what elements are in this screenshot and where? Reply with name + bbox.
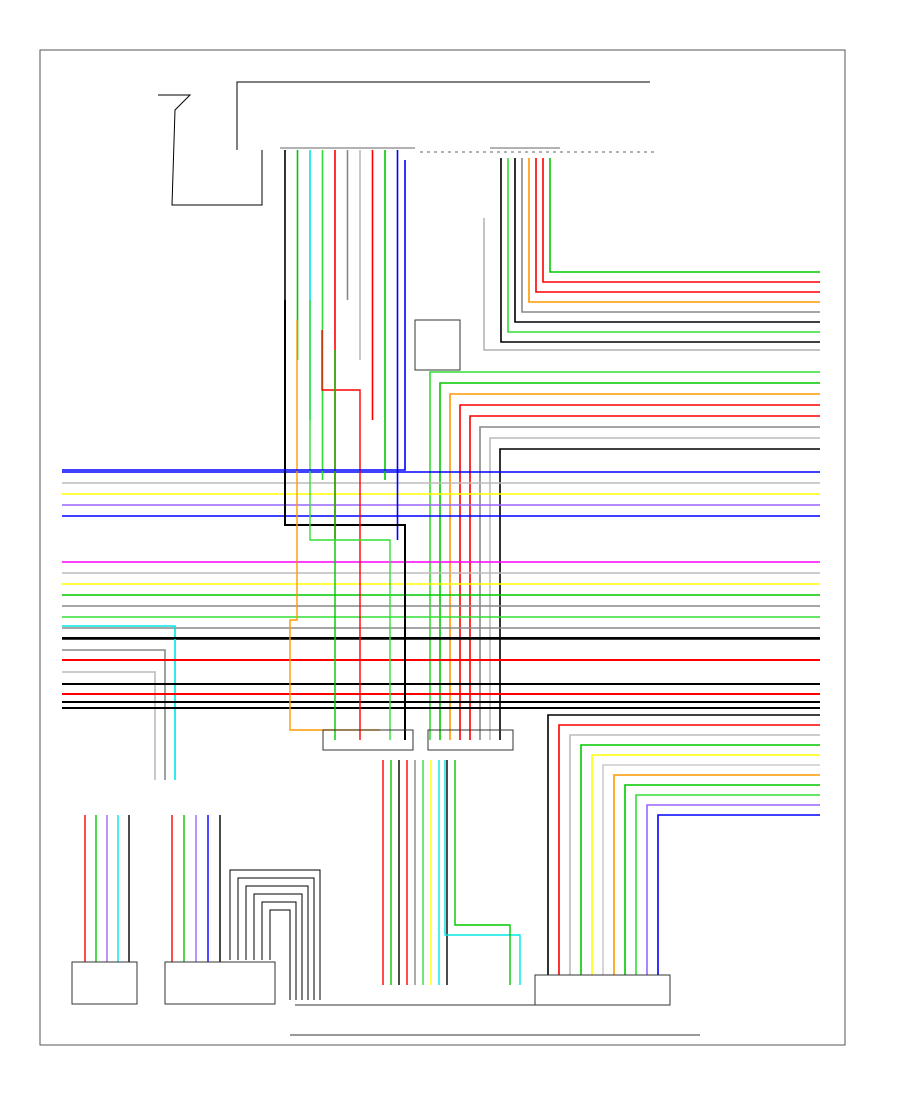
wire-step-5 (269, 909, 291, 1000)
wire-trunk-blue (62, 160, 406, 471)
wire-upper-loop (483, 218, 820, 351)
wire-right-lower-4 (591, 754, 820, 975)
wire-right-mid-4 (469, 415, 820, 740)
unit-bottom-left-2 (164, 961, 276, 1005)
ecu-center-label-box (414, 319, 461, 371)
connector-mid-1 (322, 729, 414, 751)
wire-step-1 (237, 877, 315, 1000)
wire-step-0 (229, 869, 321, 1000)
wire-right-mid-1 (439, 382, 820, 740)
wire-right-upper-1 (542, 158, 820, 283)
wire-right-lower-3 (580, 744, 820, 975)
wire-right-upper-5 (514, 158, 820, 323)
wire-right-upper-6 (507, 158, 820, 333)
wire-right-upper-4 (521, 158, 820, 313)
wire-trunk-red (321, 330, 361, 740)
connector-mid-2 (427, 729, 514, 751)
wire-right-upper-3 (528, 158, 820, 303)
wire-right-upper-7 (500, 158, 820, 343)
wire-right-lower-2 (569, 734, 820, 975)
wire-left-lower-0 (62, 625, 176, 780)
wire-step-4 (261, 901, 297, 1000)
wire-left-lower-2 (62, 649, 166, 780)
wire-right-mid-2 (449, 393, 820, 740)
wire-trunk-orange (289, 320, 380, 731)
wire-right-lower-0 (547, 714, 820, 975)
top-harness-bracket (158, 81, 650, 206)
wire-right-mid-5 (479, 426, 820, 740)
wire-right-lower-9 (646, 804, 820, 975)
wire-right-lower-10 (657, 814, 820, 975)
wire-right-lower-7 (624, 784, 820, 975)
components-layer (71, 319, 700, 1036)
wire-step-3 (253, 893, 303, 1000)
wire-trunk-black (284, 300, 406, 740)
unit-bottom-right (534, 974, 671, 1006)
wire-right-lower-1 (558, 724, 820, 975)
wire-right-mid-7 (499, 448, 820, 740)
wire-step-2 (245, 885, 309, 1000)
wire-trunk-lgreen (309, 300, 391, 740)
wire-right-lower-8 (635, 794, 820, 975)
wire-right-lower-6 (613, 774, 820, 975)
wires-layer (62, 150, 820, 1000)
wire-right-upper-2 (535, 158, 820, 293)
wire-drop-cyan-2 (444, 760, 521, 985)
wire-right-upper-0 (549, 158, 820, 273)
page-border (39, 49, 846, 1046)
unit-bottom-left-1 (71, 961, 138, 1005)
wire-left-lower-4 (62, 671, 156, 780)
ecu-top-connector (280, 147, 655, 153)
wire-drop-green-2 (454, 760, 511, 985)
wire-right-lower-5 (602, 764, 820, 975)
